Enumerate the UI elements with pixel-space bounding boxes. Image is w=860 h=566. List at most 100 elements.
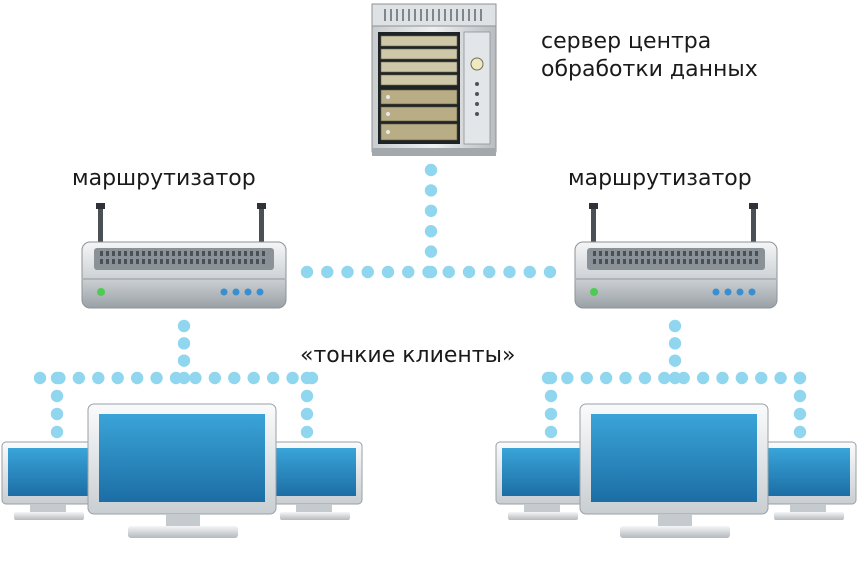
- link-dot: [321, 265, 334, 279]
- router-vent: [731, 251, 734, 256]
- monitor-icon: [495, 441, 593, 520]
- router-vent: [226, 251, 229, 256]
- link-dot: [169, 371, 183, 385]
- server-label-line2: обработки данных: [541, 57, 758, 82]
- link-dot: [228, 371, 241, 385]
- link-dot: [619, 371, 632, 385]
- link-dot: [381, 265, 395, 279]
- link-dot: [50, 389, 64, 403]
- router-vent: [142, 251, 145, 256]
- router-vent: [118, 259, 121, 264]
- monitor-group-right: [495, 403, 857, 538]
- link-dot: [561, 371, 574, 385]
- router-vent: [130, 259, 133, 264]
- router-vent: [178, 259, 181, 264]
- router-vent: [665, 259, 668, 264]
- router-vent: [707, 251, 710, 256]
- router-vent: [671, 251, 674, 256]
- link-dot: [424, 184, 438, 197]
- link-dot: [442, 265, 455, 279]
- monitor-icon: [265, 441, 363, 520]
- link-dot: [424, 225, 438, 238]
- router-vent: [677, 251, 680, 256]
- router-vent: [653, 259, 656, 264]
- router-vent: [166, 251, 169, 256]
- router-vent: [713, 251, 716, 256]
- monitor-icon: [759, 441, 857, 520]
- router-vent: [683, 251, 686, 256]
- router-vent: [154, 259, 157, 264]
- router-vent: [202, 259, 205, 264]
- router-vent: [106, 251, 109, 256]
- router-vent: [593, 259, 596, 264]
- router-vent: [617, 251, 620, 256]
- router-left-label: маршрутизатор: [72, 166, 256, 191]
- router-vent: [232, 259, 235, 264]
- link-dot: [599, 371, 613, 385]
- link-dot: [33, 371, 47, 385]
- router-vent: [250, 251, 253, 256]
- router-vent: [184, 259, 187, 264]
- link-dot: [677, 371, 690, 385]
- router-vent: [665, 251, 668, 256]
- link-dot: [638, 371, 652, 385]
- router-vent: [238, 259, 241, 264]
- router-vent: [719, 251, 722, 256]
- router-vent: [112, 251, 115, 256]
- link-dot: [130, 371, 144, 385]
- router-vent: [593, 251, 596, 256]
- link-dot: [668, 319, 682, 333]
- link-dot: [793, 371, 807, 385]
- router-vent: [719, 259, 722, 264]
- router-vent: [635, 251, 638, 256]
- link-dot: [793, 425, 807, 439]
- link-dot: [266, 371, 280, 385]
- router-vent: [172, 251, 175, 256]
- router-vent: [749, 251, 752, 256]
- network-links: [33, 163, 807, 439]
- link-dot: [462, 265, 476, 279]
- link-dot: [424, 245, 438, 258]
- link-dot: [208, 371, 222, 385]
- router-vent: [112, 259, 115, 264]
- link-dot: [300, 371, 314, 385]
- router-vent: [232, 251, 235, 256]
- link-dot: [755, 371, 768, 385]
- router-vent: [737, 259, 740, 264]
- router-vent: [599, 259, 602, 264]
- router-vent: [178, 251, 181, 256]
- router-vent: [599, 251, 602, 256]
- router-vent: [623, 259, 626, 264]
- router-vent: [244, 259, 247, 264]
- monitor-group-left: [1, 403, 363, 538]
- router-vent: [196, 259, 199, 264]
- router-vent: [238, 251, 241, 256]
- router-vent: [196, 251, 199, 256]
- router-vent: [166, 259, 169, 264]
- link-dot: [793, 407, 807, 421]
- router-vent: [641, 251, 644, 256]
- router-vent: [689, 259, 692, 264]
- router-vent: [743, 251, 746, 256]
- link-dot: [189, 371, 202, 385]
- router-vent: [142, 259, 145, 264]
- link-dot: [544, 425, 558, 439]
- link-dot: [177, 337, 191, 350]
- thin-clients-label: «тонкие клиенты»: [300, 343, 516, 368]
- monitor-icon: [579, 403, 769, 538]
- router-vent: [136, 251, 139, 256]
- router-vent: [701, 259, 704, 264]
- link-dot: [544, 389, 558, 403]
- router-vent: [635, 259, 638, 264]
- router-vent: [256, 251, 259, 256]
- link-dot: [716, 371, 729, 385]
- router-vent: [118, 251, 121, 256]
- link-dot: [150, 371, 163, 385]
- router-left-icon: [81, 203, 287, 309]
- router-vent: [617, 259, 620, 264]
- link-dot: [402, 265, 415, 279]
- server-label-line1: сервер центра: [541, 29, 712, 54]
- router-vent: [262, 259, 265, 264]
- link-dot: [177, 319, 191, 333]
